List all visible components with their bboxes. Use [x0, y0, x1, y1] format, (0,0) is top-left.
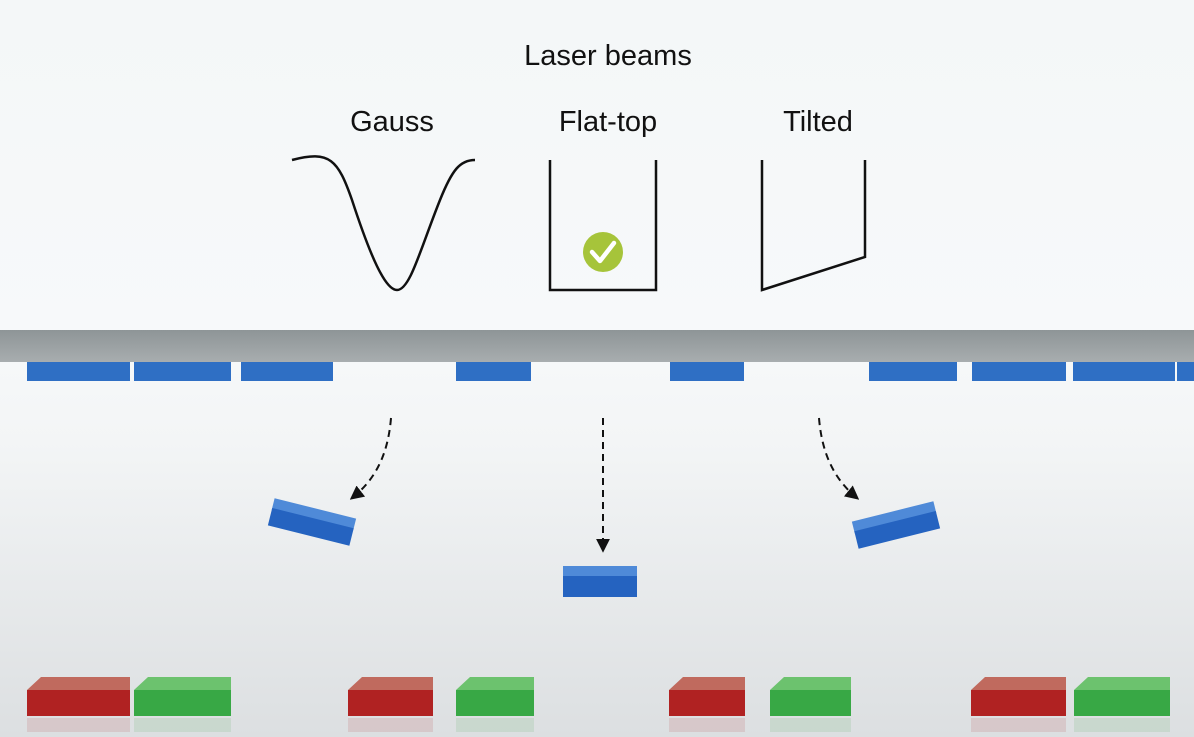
flat-top-flying-chip	[563, 566, 637, 597]
label-flat-top: Flat-top	[559, 106, 657, 138]
target-chips	[27, 677, 1170, 732]
carrier-chip	[972, 362, 1066, 381]
green-chip	[770, 677, 851, 732]
tilted-transfer-arrow	[818, 417, 860, 500]
green-chip	[1074, 677, 1170, 732]
carrier-chip	[456, 362, 531, 381]
diagram-title: Laser beams	[524, 40, 692, 72]
tilted-profile-curve	[760, 160, 867, 292]
gauss-profile-curve	[291, 155, 476, 292]
green-chip	[456, 677, 534, 732]
check-icon	[583, 232, 623, 272]
green-chip	[134, 677, 231, 732]
red-chip	[27, 677, 130, 732]
tilted-flying-chip	[851, 501, 941, 549]
carrier-chip	[134, 362, 231, 381]
carrier-chip	[27, 362, 130, 381]
carrier-chip	[1073, 362, 1175, 381]
carrier-chip	[869, 362, 957, 381]
red-chip	[971, 677, 1066, 732]
carrier-substrate	[0, 330, 1194, 362]
red-chip	[348, 677, 433, 732]
label-gauss: Gauss	[350, 106, 434, 138]
flat-top-profile-curve	[548, 160, 658, 292]
red-chip	[669, 677, 745, 732]
carrier-chip	[1177, 362, 1194, 381]
carrier-chip	[241, 362, 333, 381]
gauss-transfer-arrow	[349, 417, 392, 500]
carrier-chips	[27, 362, 1194, 381]
gauss-flying-chip	[267, 498, 357, 546]
label-tilted: Tilted	[783, 106, 853, 138]
carrier-chip	[670, 362, 744, 381]
